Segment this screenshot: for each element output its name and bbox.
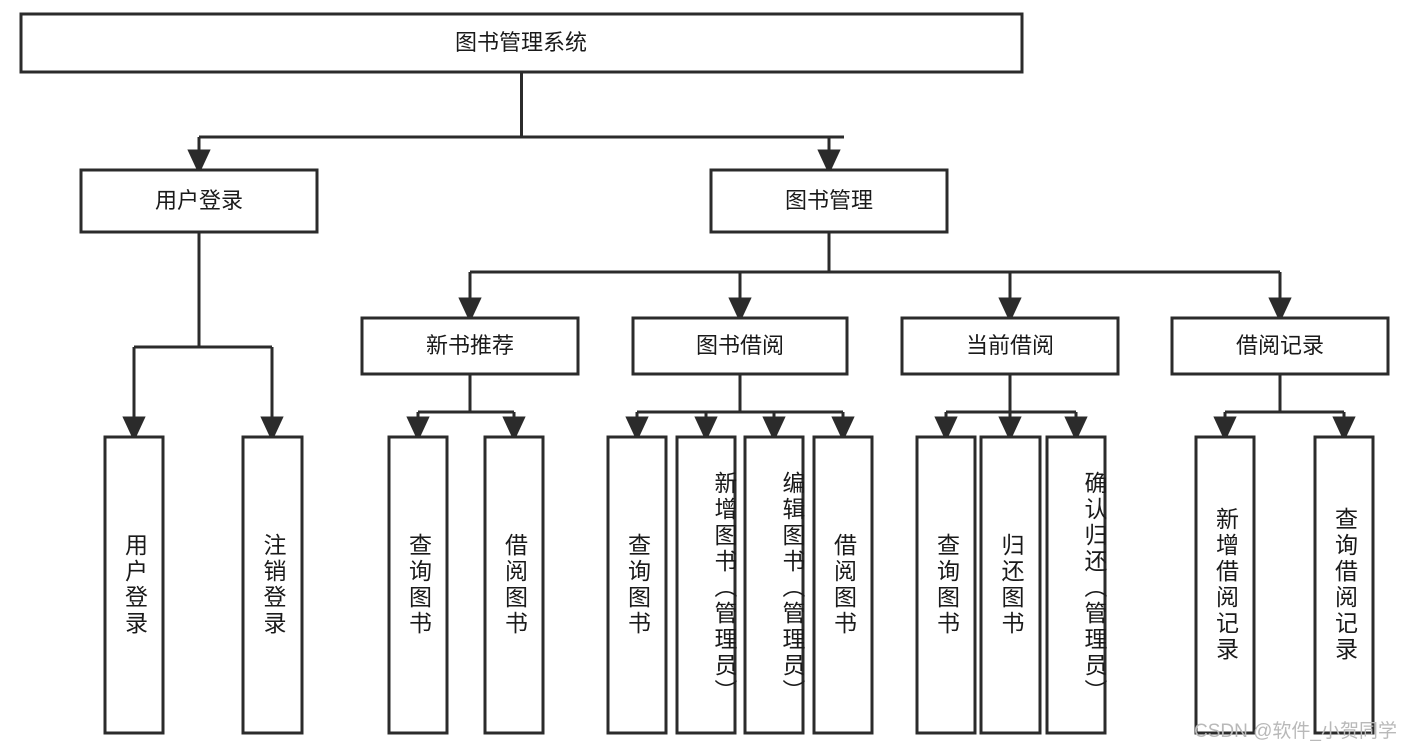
- node-user-login-box[interactable]: [79, 168, 319, 234]
- node-book-management[interactable]: 图书管理: [709, 168, 949, 234]
- node-book-borrow-box[interactable]: [631, 316, 849, 376]
- node-leaf-return-book-box[interactable]: [979, 435, 1042, 735]
- node-book-borrow[interactable]: 图书借阅: [631, 316, 849, 376]
- node-leaf-borrow-book-rec-box[interactable]: [483, 435, 545, 735]
- node-book-management-box[interactable]: [709, 168, 949, 234]
- node-borrow-records-box[interactable]: [1170, 316, 1390, 376]
- node-current-borrow-box[interactable]: [900, 316, 1120, 376]
- node-current-borrow[interactable]: 当前借阅: [900, 316, 1120, 376]
- node-leaf-edit-book-admin-box[interactable]: [743, 435, 805, 735]
- connector-group-new-book-recommend: [406, 374, 526, 442]
- node-book-management-label: 图书管理: [785, 188, 873, 213]
- node-user-login[interactable]: 用户登录: [79, 168, 319, 234]
- node-root-label: 图书管理系统: [455, 30, 587, 55]
- connector-group-borrow-records: [1213, 374, 1356, 442]
- node-borrow-records-label: 借阅记录: [1236, 333, 1324, 358]
- connector-group-current-borrow: [934, 374, 1088, 442]
- node-leaf-add-borrow-record-box[interactable]: [1194, 435, 1256, 735]
- node-root[interactable]: 图书管理系统: [19, 12, 1024, 74]
- node-leaf-query-book-current-box[interactable]: [915, 435, 977, 735]
- node-leaf-user-logout-box[interactable]: [241, 435, 304, 735]
- node-borrow-records[interactable]: 借阅记录: [1170, 316, 1390, 376]
- node-leaf-query-borrow-record-box[interactable]: [1313, 435, 1375, 735]
- node-leaf-query-book-borrow-box[interactable]: [606, 435, 668, 735]
- node-leaf-borrow-book-box[interactable]: [812, 435, 874, 735]
- node-new-book-recommend[interactable]: 新书推荐: [360, 316, 580, 376]
- connector-group-book-management: [458, 232, 1292, 323]
- connector-group-user-login: [122, 232, 284, 442]
- node-leaf-add-book-admin-box[interactable]: [675, 435, 737, 735]
- node-new-book-recommend-box[interactable]: [360, 316, 580, 376]
- node-root-box[interactable]: [19, 12, 1024, 74]
- node-book-borrow-label: 图书借阅: [696, 333, 784, 358]
- node-leaf-user-login-box[interactable]: [103, 435, 165, 735]
- node-user-login-label: 用户登录: [155, 188, 243, 213]
- node-current-borrow-label: 当前借阅: [966, 333, 1054, 358]
- node-new-book-recommend-label: 新书推荐: [426, 333, 514, 358]
- node-leaf-confirm-return-admin-box[interactable]: [1045, 435, 1107, 735]
- csdn-watermark: CSDN @软件_小贺同学: [1194, 721, 1397, 742]
- connector-group-book-borrow: [625, 374, 855, 442]
- node-leaf-query-book-rec-box[interactable]: [387, 435, 449, 735]
- connector-group-root: [187, 72, 844, 175]
